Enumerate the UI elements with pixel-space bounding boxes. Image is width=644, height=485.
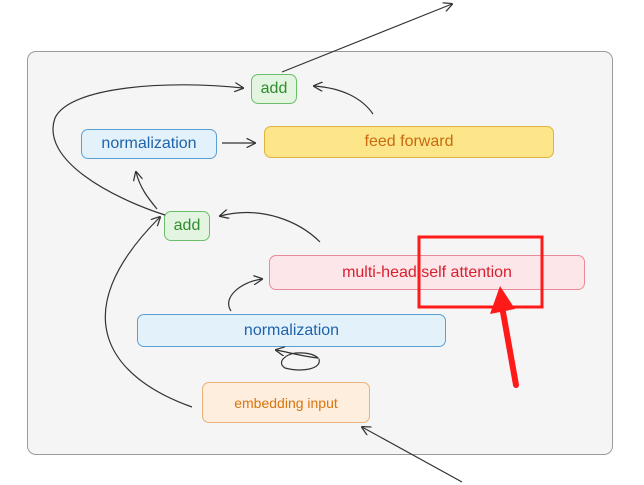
connector-arrow [136,172,158,210]
multi-head-self-attention-node[interactable]: multi-head self attention [269,255,585,290]
highlight-arrow-head [490,286,515,314]
connector-arrow [276,350,320,371]
embedding-input-node[interactable]: embedding input [202,382,370,423]
connector-arrow [220,213,321,243]
connector-arrow [104,217,193,408]
add-node-top[interactable]: add [251,74,297,104]
connector-arrow [362,427,463,483]
highlight-arrow-shaft [500,309,519,388]
connector-arrow [228,279,262,312]
add-node-middle[interactable]: add [164,211,210,241]
connector-arrow [314,86,374,115]
normalization-node-bottom[interactable]: normalization [137,314,446,347]
feed-forward-node[interactable]: feed forward [264,126,554,158]
connector-arrow [52,85,243,216]
connector-arrow [281,4,452,73]
normalization-node-top[interactable]: normalization [81,129,217,159]
highlight-annotation [417,235,544,388]
highlight-box [417,235,544,309]
